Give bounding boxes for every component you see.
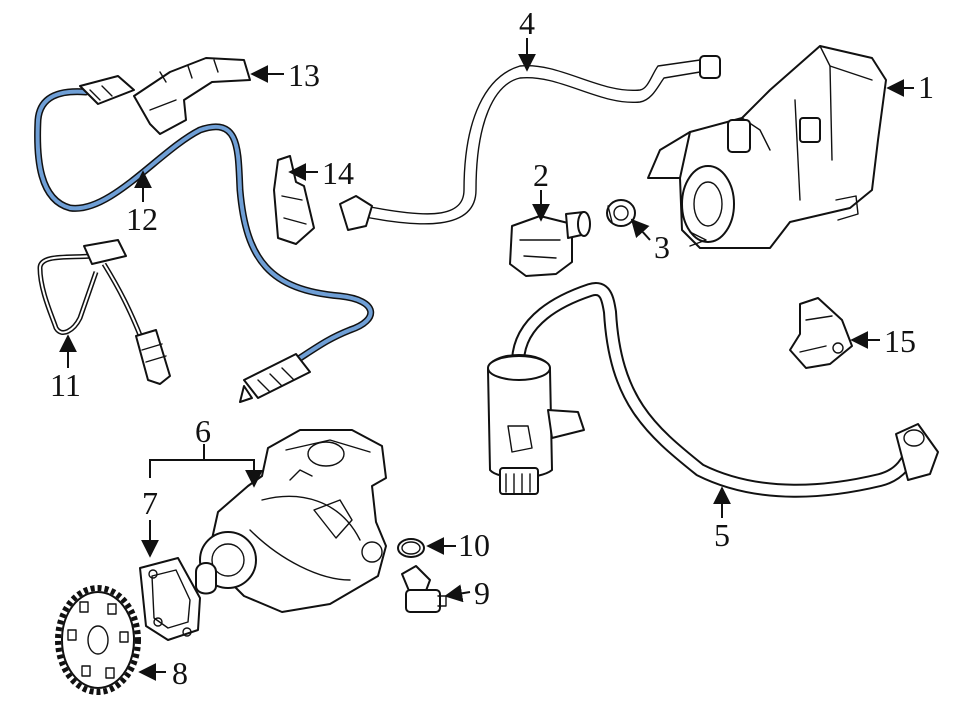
pump-gasket — [139, 557, 201, 641]
o-ring — [397, 538, 425, 558]
vent-hose — [339, 55, 721, 231]
callout-3: 3 — [654, 229, 670, 265]
callout-8: 8 — [172, 655, 188, 691]
pressure-sensor-bracket — [789, 297, 853, 369]
pressure-sensor — [401, 565, 447, 613]
callout-5: 5 — [714, 517, 730, 553]
purge-valve — [509, 211, 591, 277]
leader-lines — [59, 38, 914, 681]
callout-7: 7 — [142, 485, 158, 521]
callout-10: 10 — [458, 527, 490, 563]
callout-12: 12 — [126, 201, 158, 237]
purge-hose — [487, 282, 939, 498]
callout-13: 13 — [288, 57, 320, 93]
callout-4: 4 — [519, 5, 535, 41]
callout-14: 14 — [322, 155, 354, 191]
grommet — [606, 199, 636, 227]
vacuum-pump — [195, 429, 387, 613]
charcoal-canister — [647, 45, 887, 249]
callout-labels: 1 2 3 4 5 6 7 8 9 10 11 12 13 14 15 — [50, 5, 934, 691]
wire-clip — [273, 155, 315, 245]
callout-11: 11 — [50, 367, 81, 403]
callout-15: 15 — [884, 323, 916, 359]
callout-6: 6 — [195, 413, 211, 449]
callout-1: 1 — [918, 69, 934, 105]
callout-9: 9 — [474, 575, 490, 611]
oxygen-sensor-rear — [34, 75, 374, 403]
drive-gear — [55, 585, 141, 695]
sensor-bracket — [133, 57, 251, 135]
highlight-wire — [35, 89, 373, 360]
callout-2: 2 — [533, 157, 549, 193]
oxygen-sensor-front — [37, 239, 171, 385]
